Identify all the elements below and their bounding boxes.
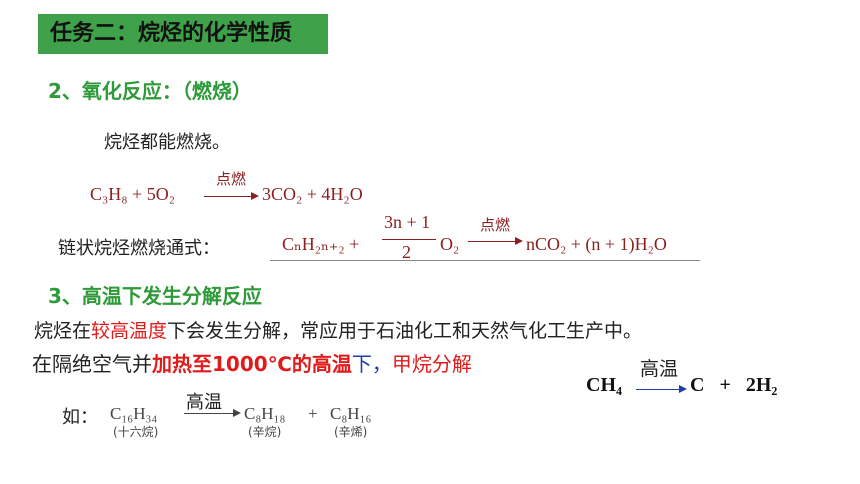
eq1-arrow-head-icon: [251, 192, 259, 200]
section-heading-decomposition: 3、高温下发生分解反应: [48, 284, 262, 308]
ch4-reactant: CH₄: [586, 374, 622, 396]
example-plus: +: [308, 404, 318, 423]
eq1-condition: 点燃: [215, 170, 246, 188]
fraction-bar: [382, 239, 436, 240]
ch4-arrow-head-icon: [679, 385, 687, 393]
line1-part-a: 烷烃在: [34, 320, 92, 342]
section-heading-oxidation: 2、氧化反应：（燃烧）: [48, 79, 252, 103]
example-product-2: C₈H₁₆: [330, 404, 372, 423]
general-fraction-numerator: 3n + 1: [384, 212, 431, 232]
example-product-1-name: (辛烷): [248, 425, 282, 439]
eq1-reactants: C₃H₈ + 5O₂: [90, 184, 175, 204]
example-arrow-head-icon: [233, 409, 241, 417]
example-reactant-name: (十六烷): [113, 425, 159, 439]
eq1-products: 3CO₂ + 4H₂O: [262, 184, 363, 204]
general-fraction-denominator: 2: [402, 242, 411, 262]
general-o2: O₂: [440, 234, 460, 254]
page-title: 任务二：烷烃的化学性质: [38, 14, 328, 54]
example-product-1: C₈H₁₈: [244, 404, 286, 423]
general-products: nCO₂ + (n + 1)H₂O: [526, 234, 667, 254]
eq1-arrow-line: [204, 196, 252, 197]
general-arrow-line: [468, 241, 516, 242]
example-condition: 高温: [186, 392, 222, 413]
ch4-products: C + 2H₂: [690, 374, 778, 396]
general-arrow-head-icon: [515, 237, 523, 245]
line1-highlight: 较高温度: [91, 320, 168, 342]
ch4-arrow-line: [636, 389, 680, 390]
intro-text: 烷烃都能燃烧。: [104, 132, 230, 153]
line2-part-a: 在隔绝空气并: [32, 352, 152, 376]
line2-highlight: 加热至1000℃的高温: [152, 352, 352, 376]
ch4-condition: 高温: [640, 358, 679, 380]
line1-part-b: 下会发生分解，常应用于石油化工和天然气化工生产中。: [167, 320, 643, 342]
example-product-2-name: (辛烯): [334, 425, 368, 439]
general-condition: 点燃: [479, 216, 510, 234]
formula-underline: [270, 260, 700, 261]
general-formula-label: 链状烷烃燃烧通式：: [58, 238, 220, 259]
general-reactant: CₙH₂ₙ₊₂ +: [282, 234, 360, 254]
example-prefix: 如：: [62, 407, 98, 428]
example-reactant: C₁₆H₃₄: [110, 404, 158, 423]
decomposition-line-2: 在隔绝空气并加热至1000℃的高温下，甲烷分解: [32, 348, 472, 377]
line2-part-b: 下，: [351, 352, 392, 376]
decomposition-line-1: 烷烃在较高温度下会发生分解，常应用于石油化工和天然气化工生产中。: [34, 316, 642, 343]
example-arrow-line: [184, 413, 234, 414]
line2-highlight-2: 甲烷分解: [391, 352, 472, 376]
